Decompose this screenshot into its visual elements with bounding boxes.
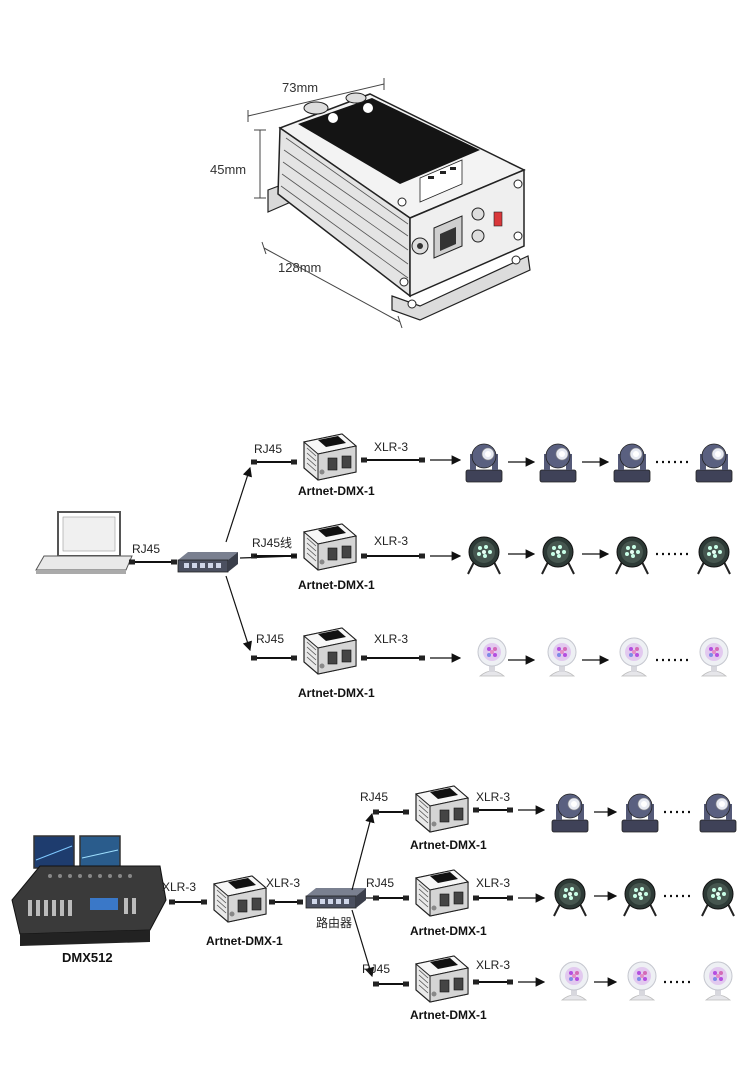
branch2-device-label: Artnet-DMX-1: [298, 578, 375, 592]
console-label: DMX512: [62, 950, 113, 965]
console-link-label: XLR-3: [162, 880, 197, 894]
branchB-link-label: RJ45: [366, 876, 395, 890]
branchC-device-label: Artnet-DMX-1: [410, 1008, 487, 1022]
router-icon: [305, 887, 367, 909]
main-device-out-label: XLR-3: [266, 876, 301, 890]
branchC-out-label: XLR-3: [476, 958, 511, 972]
branch2-out-label: XLR-3: [374, 534, 409, 548]
branch1-device-label: Artnet-DMX-1: [298, 484, 375, 498]
diagram2-graphics: [11, 785, 737, 1003]
router-label: 路由器: [316, 916, 353, 930]
lighting-console-icon: [11, 835, 167, 946]
branchA-out-label: XLR-3: [476, 790, 511, 804]
branch3-link-label: RJ45: [256, 632, 285, 646]
branchA-device-label: Artnet-DMX-1: [410, 838, 487, 852]
branch1-link-label: RJ45: [254, 442, 283, 456]
branch1-out-label: XLR-3: [374, 440, 409, 454]
dimension-length-label: 128mm: [278, 260, 322, 275]
branchB-out-label: XLR-3: [476, 876, 511, 890]
branch2-link-label: RJ45线: [252, 536, 293, 550]
branch3-out-label: XLR-3: [374, 632, 409, 646]
network-switch-icon: [177, 551, 239, 573]
main-device-label: Artnet-DMX-1: [206, 934, 283, 948]
branchB-device-label: Artnet-DMX-1: [410, 924, 487, 938]
branchA-link-label: RJ45: [360, 790, 389, 804]
dimension-height-label: 45mm: [210, 162, 247, 177]
branch3-device-label: Artnet-DMX-1: [298, 686, 375, 700]
dimension-width-label: 73mm: [282, 80, 319, 95]
pc-link-label: RJ45: [132, 542, 161, 556]
laptop-icon: [35, 511, 133, 574]
branchC-link-label: RJ45: [362, 962, 391, 976]
diagram1-graphics: [35, 433, 733, 677]
product-illustration: [247, 78, 531, 329]
